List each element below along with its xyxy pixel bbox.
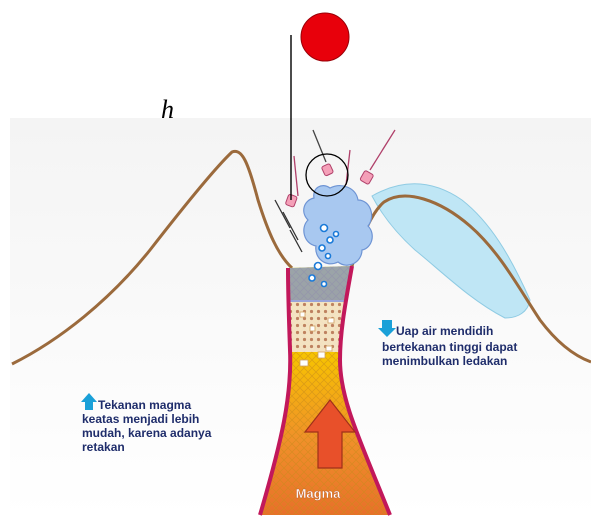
note-right-line-2: bertekanan tinggi dapat xyxy=(382,340,517,354)
magma-label: Magma xyxy=(296,486,342,501)
note-right-line-3: menimbulkan ledakan xyxy=(382,354,517,368)
note-left-line-3: mudah, karena adanya xyxy=(82,426,211,440)
note-right-cont: bertekanan tinggi dapat menimbulkan leda… xyxy=(382,340,517,368)
note-left-line-4: retakan xyxy=(82,440,211,454)
note-left-cont: keatas menjadi lebih mudah, karena adany… xyxy=(82,412,211,454)
note-left-line-2: keatas menjadi lebih xyxy=(82,412,211,426)
note-left-line-1: Tekanan magma xyxy=(98,398,191,412)
red-ball xyxy=(301,13,349,61)
note-right-line-1: Uap air mendidih xyxy=(396,324,493,338)
height-label: h xyxy=(161,95,174,124)
note-left: Tekanan magma xyxy=(98,398,191,412)
note-right: Uap air mendidih xyxy=(396,324,493,338)
rock-fragments xyxy=(290,300,344,352)
